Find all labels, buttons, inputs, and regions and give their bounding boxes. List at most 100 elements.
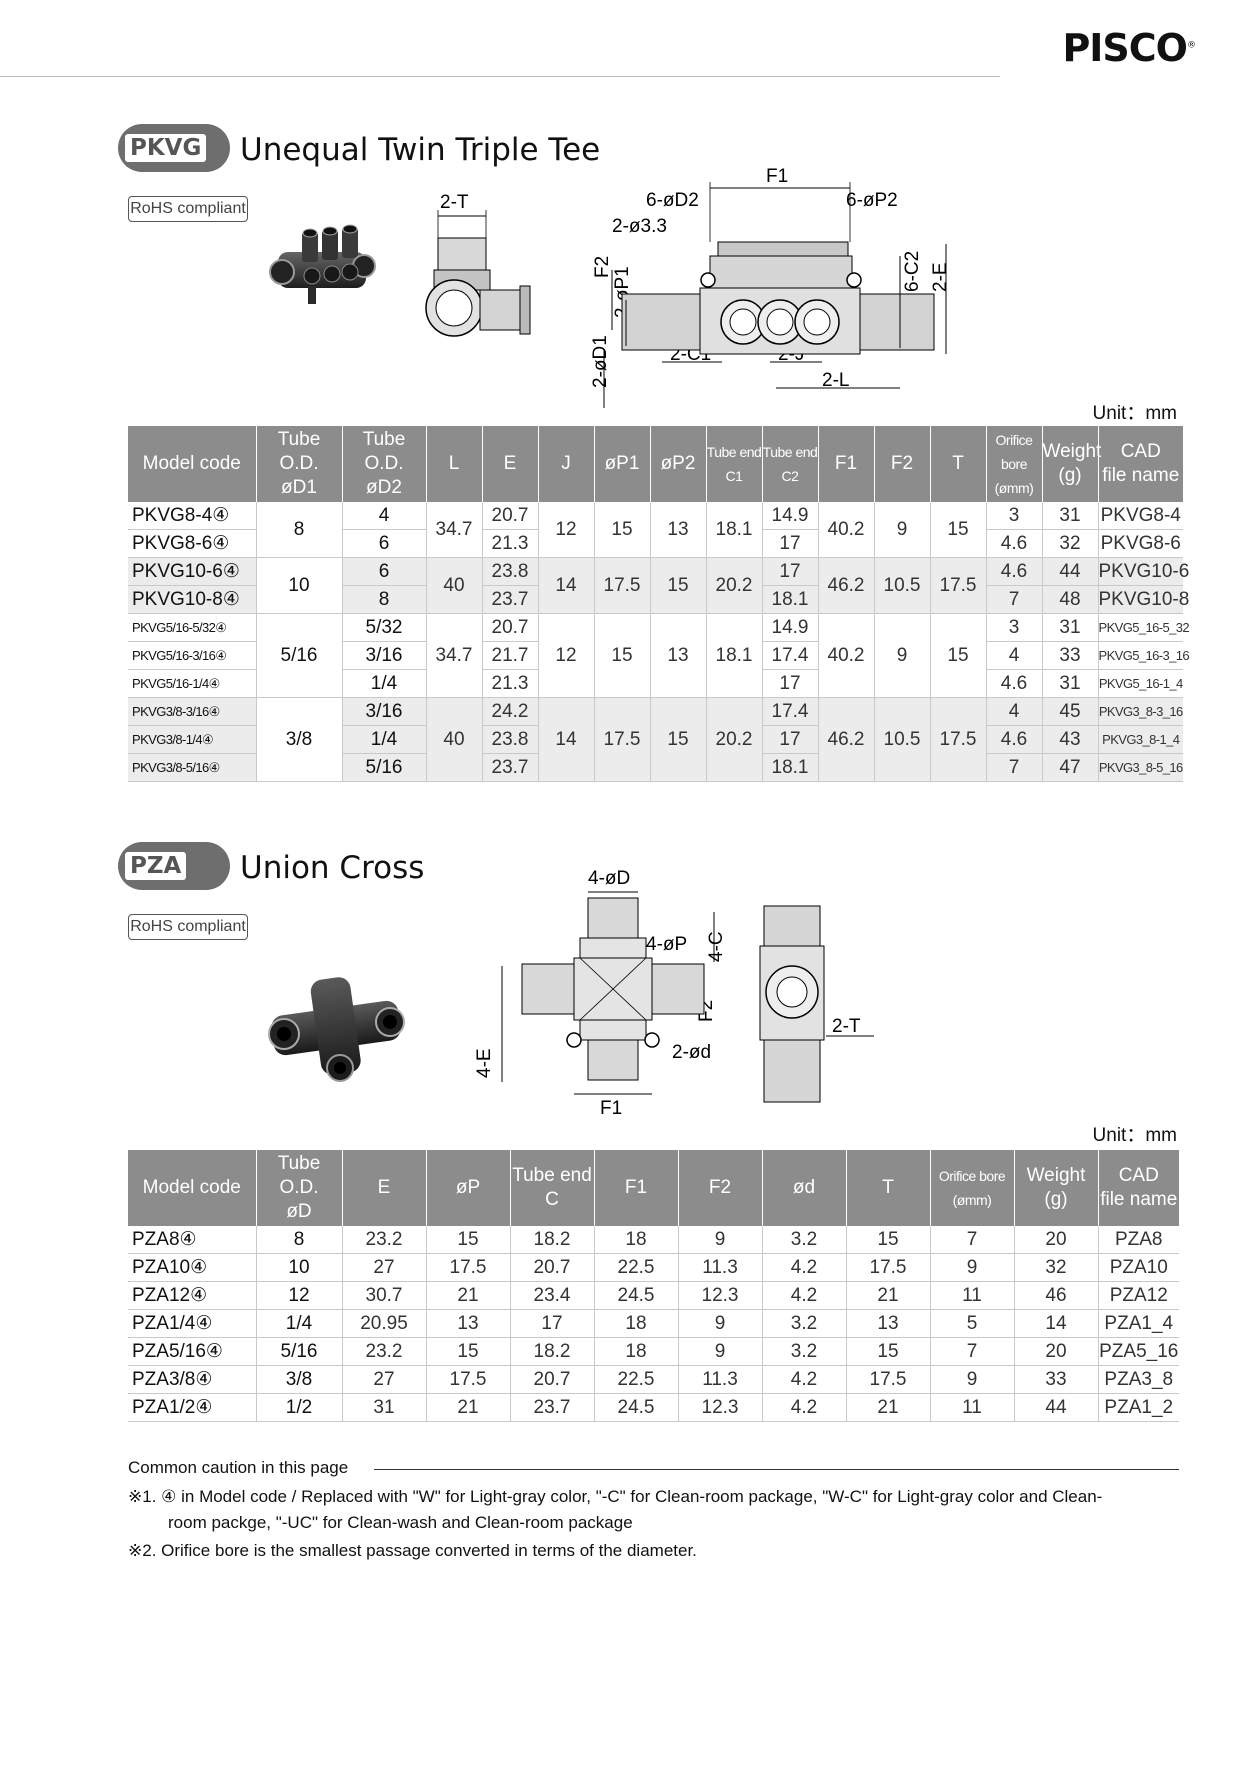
table-cell: 4 [986, 697, 1043, 726]
table-cell: 17.5 [846, 1365, 931, 1394]
table-cell: 34.7 [426, 502, 483, 558]
table-cell: 24.2 [482, 697, 539, 726]
table-cell: PKVG10-6 [1098, 557, 1189, 586]
table-cell: PZA10 [1098, 1253, 1179, 1282]
table-cell: 7 [986, 753, 1043, 782]
table-cell: 13 [846, 1309, 931, 1338]
table-cell: PKVG3/8-1/4④ [128, 725, 257, 754]
table-cell: 12.3 [678, 1393, 763, 1422]
dim-2-t: 2-T [832, 1016, 861, 1037]
table-cell: 46 [1014, 1281, 1099, 1310]
table-cell: 23.7 [482, 753, 539, 782]
table-cell: 17.5 [930, 557, 987, 614]
table-cell: 31 [1042, 502, 1099, 530]
table-cell: 3.2 [762, 1337, 847, 1366]
table-cell: 44 [1042, 557, 1099, 586]
pkvg-header-cell: Tube O.D.øD1 [256, 426, 343, 502]
pza-header-cell: ød [762, 1150, 847, 1226]
table-cell: 21.7 [482, 641, 539, 670]
table-cell: 23.7 [482, 585, 539, 614]
table-cell: 21 [846, 1281, 931, 1310]
table-cell: 5/16 [256, 613, 343, 698]
table-cell: 18.1 [762, 585, 819, 614]
table-cell: 24.5 [594, 1281, 679, 1310]
table-cell: 1/4 [342, 669, 427, 698]
table-cell: 4 [986, 641, 1043, 670]
table-cell: 15 [426, 1226, 511, 1254]
table-cell: 33 [1042, 641, 1099, 670]
table-cell: 14 [538, 557, 595, 614]
table-cell: PKVG5_16-1_4 [1098, 669, 1183, 698]
table-cell: 21.3 [482, 529, 539, 558]
table-cell: 5/16 [256, 1337, 343, 1366]
header-rule [0, 76, 1000, 77]
pkvg-unit-label: Unit：mm [1092, 403, 1177, 424]
dim-6-p2: 6-øP2 [846, 190, 898, 211]
table-cell: 4.2 [762, 1281, 847, 1310]
table-cell: 15 [650, 557, 707, 614]
table-cell: 3/8 [256, 1365, 343, 1394]
table-cell: 20 [1014, 1226, 1099, 1254]
pza-header-cell: E [342, 1150, 427, 1226]
table-cell: 46.2 [818, 697, 875, 782]
table-cell: 12 [256, 1281, 343, 1310]
dim-6-c2: 6-C2 [902, 251, 923, 292]
pkvg-header-cell: F1 [818, 426, 875, 502]
table-cell: 40.2 [818, 613, 875, 698]
pkvg-front-view-drawing: F1 6-øD2 6-øP2 2-ø3.3 2-øP1 F2 2-øD1 2-C… [590, 166, 951, 408]
dim-f1: F1 [600, 1098, 622, 1119]
dim-4-p: 4-øP [646, 934, 687, 955]
table-cell: 7 [930, 1337, 1015, 1366]
table-cell: 1/2 [256, 1393, 343, 1422]
table-cell: 11 [930, 1393, 1015, 1422]
table-cell: 17 [762, 725, 819, 754]
table-cell: 20.2 [706, 557, 763, 614]
dim-2-d1: 2-øD1 [590, 335, 611, 388]
table-cell: 17.4 [762, 697, 819, 726]
table-cell: 45 [1042, 697, 1099, 726]
table-cell: 40 [426, 697, 483, 782]
table-cell: 4.6 [986, 669, 1043, 698]
table-cell: 23.7 [510, 1393, 595, 1422]
table-cell: 14 [538, 697, 595, 782]
table-cell: 15 [846, 1226, 931, 1254]
table-cell: 14.9 [762, 613, 819, 642]
pza-title: Union Cross [240, 850, 425, 886]
table-cell: 3.2 [762, 1226, 847, 1254]
table-cell: 23.8 [482, 557, 539, 586]
table-cell: 15 [650, 697, 707, 782]
pza-header-cell: F2 [678, 1150, 763, 1226]
table-cell: 10.5 [874, 557, 931, 614]
table-cell: 1/4 [256, 1309, 343, 1338]
table-cell: 46.2 [818, 557, 875, 614]
dim-2-3-3: 2-ø3.3 [612, 216, 667, 237]
pkvg-side-view-drawing: 2-T [425, 192, 531, 337]
table-cell: PKVG8-4④ [128, 502, 257, 530]
table-cell: 48 [1042, 585, 1099, 614]
table-cell: 9 [678, 1337, 763, 1366]
pkvg-header-cell: øP1 [594, 426, 651, 502]
table-cell: PZA1_2 [1098, 1393, 1179, 1422]
brand-logo: PISCO® [1062, 26, 1196, 70]
pkvg-header-cell: L [426, 426, 483, 502]
pza-header-cell: T [846, 1150, 931, 1226]
table-cell: PZA3_8 [1098, 1365, 1179, 1394]
table-cell: 15 [930, 613, 987, 698]
table-cell: 40.2 [818, 502, 875, 558]
table-cell: PKVG3/8-3/16④ [128, 697, 257, 726]
table-cell: 4 [342, 502, 427, 530]
table-cell: 31 [342, 1393, 427, 1422]
